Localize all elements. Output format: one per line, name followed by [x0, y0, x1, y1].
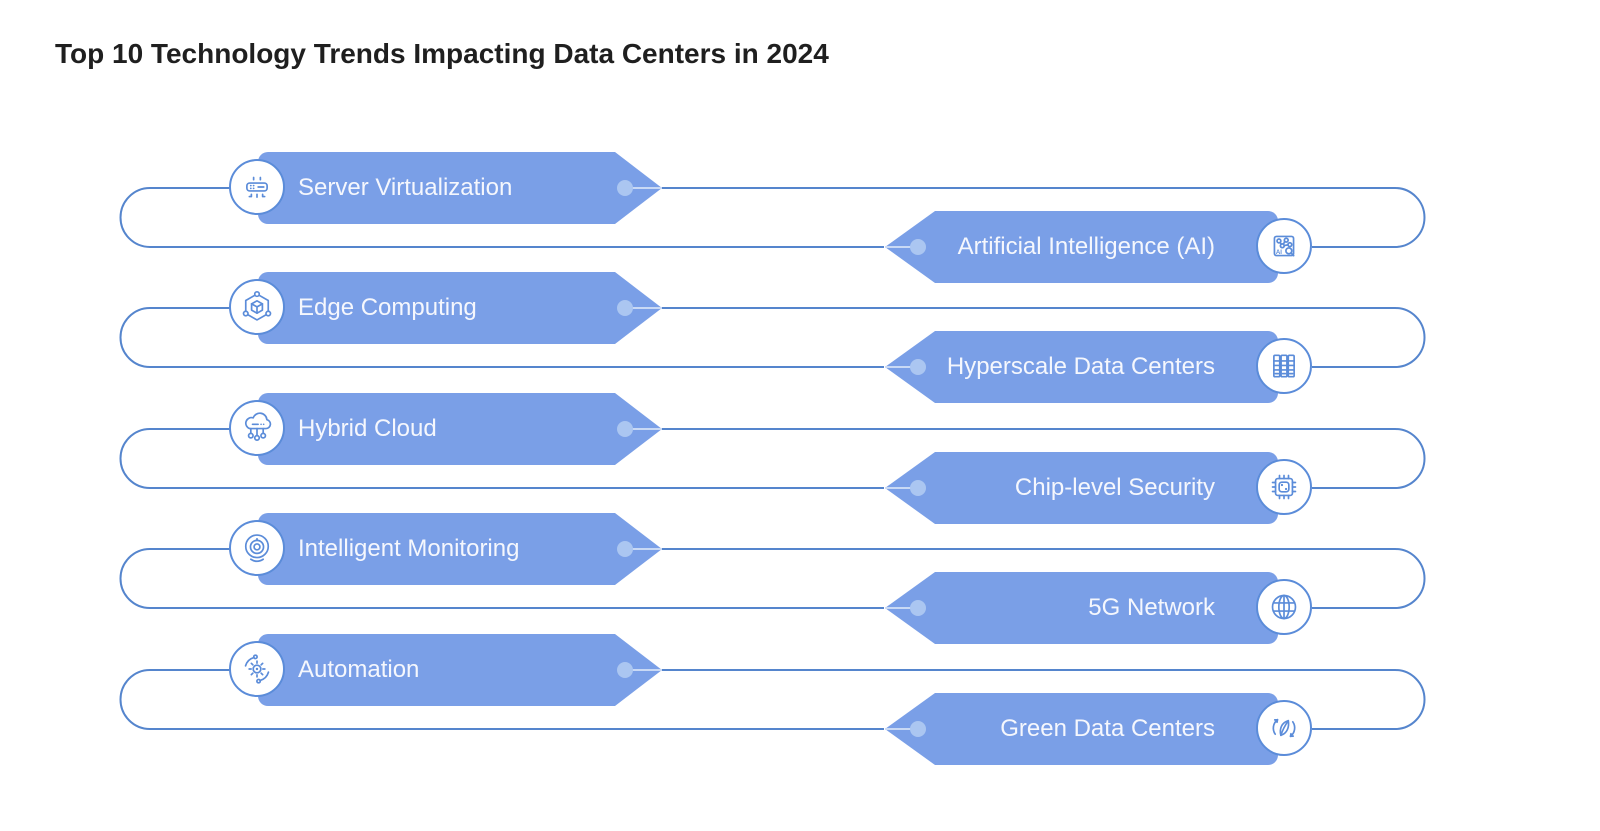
arrow-tip-line: [625, 187, 662, 189]
banner-edge-computing: [258, 272, 615, 344]
banner-artificial-intelligence: [935, 211, 1278, 283]
banner-automation: [258, 634, 615, 706]
banner-label: 5G Network: [885, 572, 1278, 644]
arrow-node-dot: [910, 239, 926, 255]
banner-label: Server Virtualization: [258, 152, 662, 224]
arrow-tip-line: [886, 607, 919, 609]
arrow-node-dot: [617, 300, 633, 316]
arrow-node-dot: [617, 662, 633, 678]
banner-hybrid-cloud: [258, 393, 615, 465]
banner-label-text: Chip-level Security: [1014, 474, 1215, 501]
arrow-node-dot: [910, 721, 926, 737]
chip-level-security-icon: [1256, 459, 1312, 515]
arrow-tip-line: [625, 669, 662, 671]
arrow-tip-line: [625, 548, 662, 550]
banner-label: Chip-level Security: [885, 452, 1278, 524]
arrow-tip-line: [886, 246, 919, 248]
banner-label-text: Hyperscale Data Centers: [946, 353, 1215, 380]
banner-label: Hybrid Cloud: [258, 393, 662, 465]
arrow-tip-line: [625, 428, 662, 430]
connector-right-1: [661, 187, 1426, 248]
connector-left-4: [119, 548, 884, 609]
banner-5g-network: [935, 572, 1278, 644]
banner-label-text: Hybrid Cloud: [298, 415, 437, 442]
banner-label: Automation: [258, 634, 662, 706]
arrow-node-dot: [910, 600, 926, 616]
artificial-intelligence-icon: AI: [1256, 218, 1312, 274]
connector-left-3: [119, 428, 884, 489]
banner-label-text: Server Virtualization: [298, 174, 513, 201]
banner-chip-level-security: [935, 452, 1278, 524]
arrow-tip-line: [886, 487, 919, 489]
banner-intelligent-monitoring: [258, 513, 615, 585]
banner-label-text: Green Data Centers: [1000, 715, 1215, 742]
banner-label: Hyperscale Data Centers: [885, 331, 1278, 403]
arrow-node-dot: [910, 480, 926, 496]
banner-label: Edge Computing: [258, 272, 662, 344]
edge-computing-icon: [229, 279, 285, 335]
arrow-tip-line: [886, 728, 919, 730]
automation-icon: [229, 641, 285, 697]
hybrid-cloud-icon: [229, 400, 285, 456]
banner-label-text: Artificial Intelligence (AI): [957, 233, 1215, 260]
arrow-node-dot: [617, 180, 633, 196]
arrow-node-dot: [910, 359, 926, 375]
connector-left-5: [119, 669, 884, 730]
page-title: Top 10 Technology Trends Impacting Data …: [55, 38, 829, 69]
arrow-tip-line: [886, 366, 919, 368]
banner-label-text: Edge Computing: [298, 294, 477, 321]
intelligent-monitoring-icon: [229, 520, 285, 576]
banner-label-text: Automation: [298, 656, 420, 683]
hyperscale-data-centers-icon: [1256, 338, 1312, 394]
server-virtualization-icon: [229, 159, 285, 215]
banner-label-text: 5G Network: [1088, 594, 1215, 621]
connector-right-3: [661, 428, 1426, 489]
arrow-node-dot: [617, 541, 633, 557]
banner-label: Artificial Intelligence (AI): [885, 211, 1278, 283]
connector-right-4: [661, 548, 1426, 609]
green-data-centers-icon: [1256, 700, 1312, 756]
connector-right-5: [661, 669, 1426, 730]
5g-network-icon: [1256, 579, 1312, 635]
banner-label: Intelligent Monitoring: [258, 513, 662, 585]
banner-label: Green Data Centers: [885, 693, 1278, 765]
arrow-tip-line: [625, 307, 662, 309]
arrow-node-dot: [617, 421, 633, 437]
ai-icon-text: AI: [1276, 250, 1282, 256]
connector-left-2: [119, 307, 884, 368]
banner-label-text: Intelligent Monitoring: [298, 535, 520, 562]
banner-green-data-centers: [935, 693, 1278, 765]
connector-right-2: [661, 307, 1426, 368]
connector-left-1: [119, 187, 884, 248]
banner-hyperscale-data-centers: [935, 331, 1278, 403]
banner-server-virtualization: [258, 152, 615, 224]
